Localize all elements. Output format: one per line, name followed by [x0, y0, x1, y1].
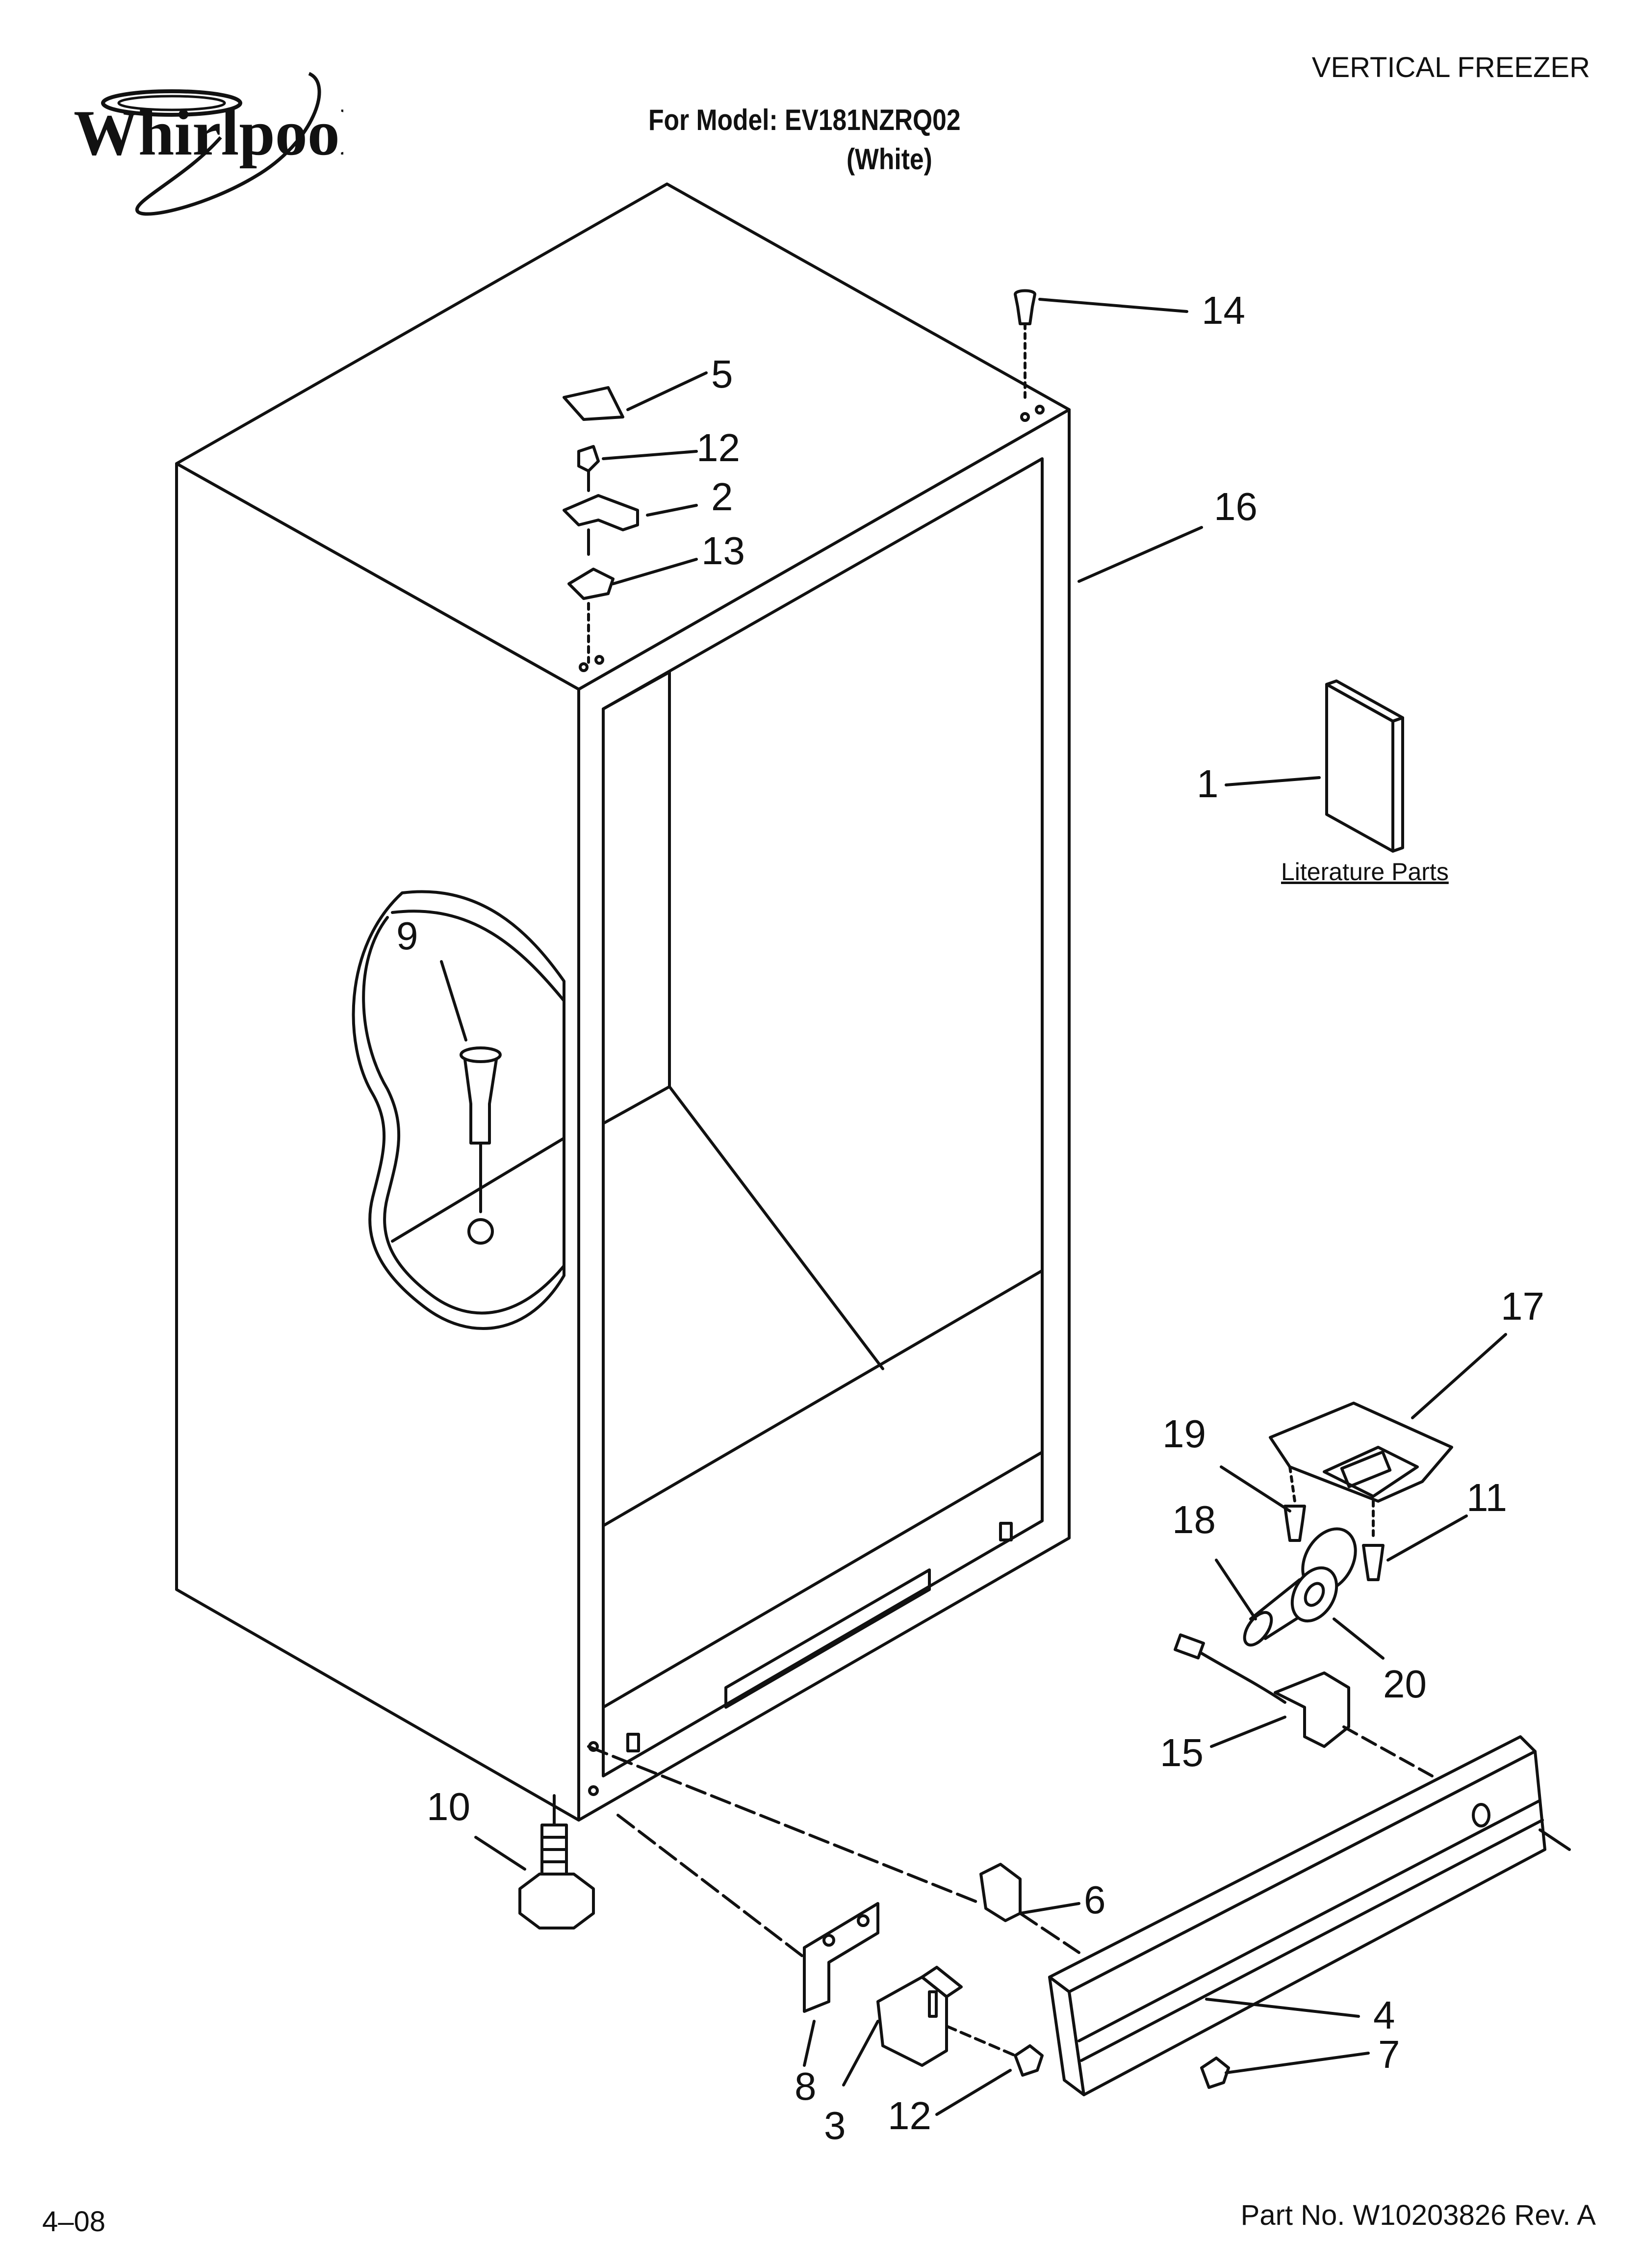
callout-19: 19	[1162, 1412, 1206, 1456]
callout-9: 9	[396, 914, 418, 958]
callout-15: 15	[1160, 1731, 1204, 1774]
callout-13: 13	[701, 529, 745, 573]
leveling-leg	[518, 1794, 595, 1929]
callout-16: 16	[1214, 485, 1257, 528]
literature-parts-label: Literature Parts	[1281, 858, 1449, 886]
whirlpool-logo: Whirlpool	[74, 72, 343, 216]
cutaway-drain-view	[352, 890, 565, 1330]
category-title: VERTICAL FREEZER	[1311, 52, 1590, 83]
callout-10: 10	[427, 1785, 470, 1828]
callout-18: 18	[1172, 1498, 1216, 1541]
lower-hinge-parts	[1243, 1402, 1453, 1647]
callout-8: 8	[795, 2064, 817, 2108]
callout-20: 20	[1383, 1662, 1427, 1706]
toe-grille	[1048, 1735, 1571, 2096]
callout-11: 11	[1466, 1476, 1507, 1519]
literature-booklet	[1325, 679, 1404, 853]
top-hinge-parts	[563, 386, 639, 664]
callout-1: 1	[1197, 762, 1219, 806]
callout-17: 17	[1501, 1284, 1544, 1328]
leader-lines	[440, 298, 1507, 2116]
bushing-part	[1290, 1527, 1357, 1623]
callout-12-bottom: 12	[888, 2094, 931, 2138]
date-code: 4–08	[42, 2206, 106, 2238]
callout-4: 4	[1373, 1993, 1395, 2037]
model-line: For Model: EV181NZRQ02	[648, 104, 961, 136]
callout-labels: 14 5 12 2 13 16 1 9 17 19 11 18 20 15 10…	[396, 288, 1544, 2147]
top-plug-part	[1014, 289, 1036, 404]
mounting-brackets	[587, 1745, 1230, 2089]
callout-7: 7	[1378, 2033, 1400, 2076]
cabinet	[175, 182, 1071, 1822]
callout-3: 3	[824, 2104, 846, 2147]
callout-12-top: 12	[696, 426, 740, 469]
brand-wordmark: Whirlpool	[74, 97, 343, 169]
callout-6: 6	[1084, 1878, 1106, 1922]
switch-harness-part	[1174, 1633, 1434, 1777]
callout-5: 5	[711, 352, 733, 396]
part-number: Part No. W10203826 Rev. A	[1240, 2199, 1596, 2231]
callout-2: 2	[711, 475, 733, 519]
color-line: (White)	[847, 143, 932, 176]
callout-14: 14	[1202, 288, 1245, 332]
